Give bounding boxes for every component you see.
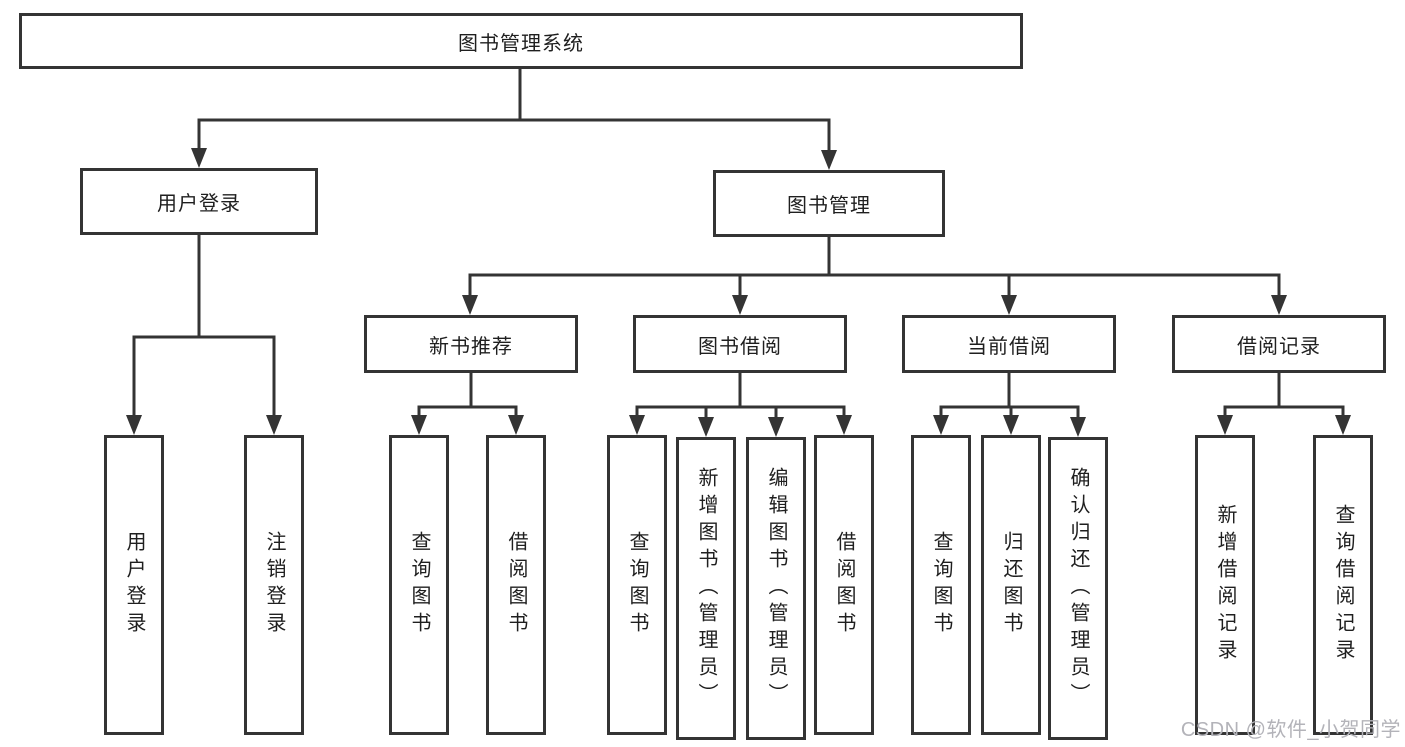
leaf-user-login-label: 用户登录: [123, 531, 145, 639]
leaf-current-return-books-label: 归还图书: [1000, 531, 1022, 639]
leaf-borrow-query-books-label: 查询图书: [626, 531, 648, 639]
leaf-newbook-query-books: 查询图书: [389, 435, 449, 735]
leaf-records-query-record: 查询借阅记录: [1313, 435, 1373, 735]
leaf-borrow-edit-books-admin: 编辑图书（管理员）: [746, 437, 806, 740]
branch-user-login: 用户登录: [80, 168, 318, 235]
leaf-logout: 注销登录: [244, 435, 304, 735]
leaf-records-add-record-label: 新增借阅记录: [1214, 504, 1236, 666]
leaf-borrow-edit-books-admin-label: 编辑图书（管理员）: [765, 467, 787, 710]
leaf-borrow-add-books-admin-label: 新增图书（管理员）: [695, 467, 717, 710]
leaf-borrow-query-books: 查询图书: [607, 435, 667, 735]
leaf-logout-label: 注销登录: [263, 531, 285, 639]
category-new-book-recommend: 新书推荐: [364, 315, 578, 373]
category-borrow-records: 借阅记录: [1172, 315, 1386, 373]
node-root: 图书管理系统: [19, 13, 1023, 69]
category-current-borrow-label: 当前借阅: [967, 335, 1051, 358]
branch-book-management: 图书管理: [713, 170, 945, 237]
leaf-newbook-borrow-books: 借阅图书: [486, 435, 546, 735]
category-borrow-records-label: 借阅记录: [1237, 335, 1321, 358]
leaf-records-query-record-label: 查询借阅记录: [1332, 504, 1354, 666]
branch-user-login-label: 用户登录: [157, 193, 241, 215]
leaf-current-return-books: 归还图书: [981, 435, 1041, 735]
category-current-borrow: 当前借阅: [902, 315, 1116, 373]
leaf-borrow-add-books-admin: 新增图书（管理员）: [676, 437, 736, 740]
branch-book-management-label: 图书管理: [787, 195, 871, 217]
leaf-records-add-record: 新增借阅记录: [1195, 435, 1255, 735]
leaf-borrow-borrow-books: 借阅图书: [814, 435, 874, 735]
leaf-current-confirm-return-admin: 确认归还（管理员）: [1048, 437, 1108, 740]
category-new-book-recommend-label: 新书推荐: [429, 335, 513, 358]
leaf-current-query-books-label: 查询图书: [930, 531, 952, 639]
category-book-borrow-label: 图书借阅: [698, 335, 782, 358]
leaf-newbook-borrow-books-label: 借阅图书: [505, 531, 527, 639]
leaf-borrow-borrow-books-label: 借阅图书: [833, 531, 855, 639]
watermark-text: CSDN @软件_小贺同学: [1180, 719, 1401, 741]
leaf-user-login: 用户登录: [104, 435, 164, 735]
leaf-current-confirm-return-admin-label: 确认归还（管理员）: [1067, 467, 1089, 710]
category-book-borrow: 图书借阅: [633, 315, 847, 373]
node-root-label: 图书管理系统: [458, 32, 584, 55]
leaf-newbook-query-books-label: 查询图书: [408, 531, 430, 639]
leaf-current-query-books: 查询图书: [911, 435, 971, 735]
